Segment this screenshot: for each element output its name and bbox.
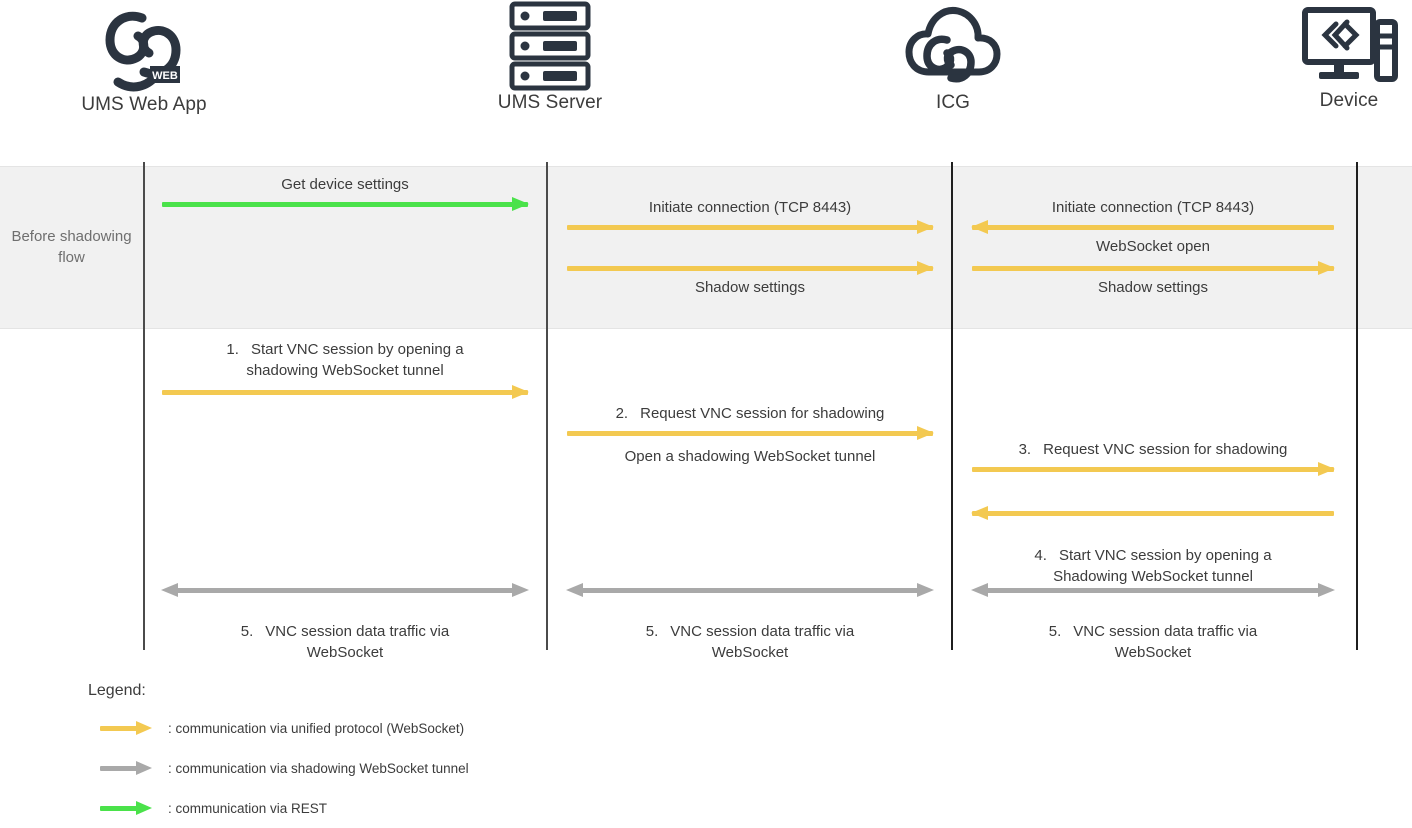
message-label-below: Shadow settings — [1097, 279, 1209, 296]
ums-web-logo-icon: WEB — [34, 0, 254, 94]
band-label: Before shadowing flow — [11, 227, 132, 266]
message-shadow-settings-device: Shadow settings — [972, 261, 1335, 296]
message-label-above: 3. Request VNC session for shadowing — [943, 418, 1363, 460]
arrow-shape — [567, 426, 934, 440]
step-number: 2. — [615, 405, 629, 422]
lifeline-ums-web-app — [143, 162, 145, 650]
message-label-below: 5. VNC session data traffic via WebSocket — [943, 600, 1363, 663]
yellow-arrow-icon — [100, 721, 152, 735]
message-step-5-icg-device: 5. VNC session data traffic via WebSocket — [971, 583, 1335, 661]
step-text: Request VNC session for shadowing — [1043, 441, 1288, 458]
arrow-shape — [972, 261, 1335, 275]
step-number: 1. — [226, 341, 239, 358]
legend-item-label: : communication via shadowing WebSocket … — [168, 760, 469, 776]
legend-item-label: : communication via REST — [168, 800, 328, 816]
step-text: VNC session data traffic via WebSocket — [670, 623, 855, 661]
legend-item-label: : communication via unified protocol (We… — [168, 720, 465, 736]
gray-arrow-icon — [100, 761, 152, 775]
arrow-shape — [971, 220, 1334, 234]
actor-label: Device — [1319, 90, 1379, 111]
arrow-shape — [972, 462, 1335, 476]
actor-header-row: WEB UMS Web App UMS Server — [0, 0, 1412, 160]
lifeline-icg — [951, 162, 953, 650]
legend-item-unified-protocol: : communication via unified protocol (We… — [100, 718, 464, 738]
legend-item-rest: : communication via REST — [100, 798, 327, 818]
message-label-above: 1. Start VNC session by opening a shadowi… — [135, 318, 555, 381]
message-step-2: 2. Request VNC session for shadowing Open… — [567, 405, 934, 465]
actor-ums-web-app: WEB UMS Web App — [34, 0, 254, 116]
arrow-shape — [971, 506, 1334, 520]
message-initiate-connection-server: Initiate connection (TCP 8443) — [567, 199, 934, 234]
cloud-gateway-icon — [843, 0, 1063, 92]
actor-label: ICG — [935, 92, 971, 113]
actor-label: UMS Web App — [81, 94, 207, 115]
server-rack-icon — [440, 0, 660, 92]
legend-title: Legend: — [88, 682, 146, 699]
desktop-device-icon — [1239, 0, 1412, 92]
step-number: 5. — [240, 623, 254, 640]
step-number: 5. — [645, 623, 659, 640]
message-get-device-settings: Get device settings — [162, 176, 529, 211]
message-step-5-web-server: 5. VNC session data traffic via WebSocket — [161, 583, 529, 661]
step-number: 3. — [1018, 441, 1032, 458]
legend-item-shadowing-tunnel: : communication via shadowing WebSocket … — [100, 758, 469, 778]
message-step-3: 3. Request VNC session for shadowing — [972, 441, 1335, 476]
message-shadow-settings-server: Shadow settings — [567, 261, 934, 296]
lifeline-ums-server — [546, 162, 548, 650]
lifeline-device — [1356, 162, 1358, 650]
step-number: 5. — [1048, 623, 1062, 640]
step-text: Start VNC session by opening a shadowing… — [246, 341, 464, 379]
message-label-below: WebSocket open — [1096, 238, 1210, 255]
message-label-above: Initiate connection (TCP 8443) — [648, 199, 852, 216]
before-shadowing-flow-band — [0, 166, 1412, 329]
message-label-below: Open a shadowing WebSocket tunnel — [624, 448, 876, 465]
arrow-shape — [567, 261, 934, 275]
message-step-5-server-icg: 5. VNC session data traffic via WebSocket — [566, 583, 934, 661]
arrow-shape — [971, 583, 1335, 597]
step-number: 4. — [1034, 547, 1047, 564]
message-label-below: 5. VNC session data traffic via WebSocket — [540, 600, 960, 663]
message-step-1: 1. Start VNC session by opening a shadowi… — [162, 341, 529, 399]
arrow-shape — [566, 583, 934, 597]
message-label-below: 5. VNC session data traffic via WebSocket — [135, 600, 555, 663]
step-text: VNC session data traffic via WebSocket — [265, 623, 450, 661]
message-label-below: 4. Start VNC session by opening a Shadowi… — [943, 524, 1363, 587]
actor-device: Device — [1239, 0, 1412, 112]
message-step-4: 4. Start VNC session by opening a Shadowi… — [971, 506, 1334, 585]
arrow-shape — [161, 583, 529, 597]
message-label-above: 2. Request VNC session for shadowing — [540, 382, 960, 424]
message-label-above: Initiate connection (TCP 8443) — [1051, 199, 1255, 216]
svg-text:WEB: WEB — [152, 70, 178, 82]
green-arrow-icon — [100, 801, 152, 815]
step-text: VNC session data traffic via WebSocket — [1073, 623, 1258, 661]
actor-icg: ICG — [843, 0, 1063, 114]
actor-ums-server: UMS Server — [440, 0, 660, 114]
step-text: Start VNC session by opening a Shadowing… — [1053, 547, 1272, 585]
message-label-above: Get device settings — [281, 176, 409, 193]
message-label-below: Shadow settings — [694, 279, 806, 296]
arrow-shape — [162, 197, 529, 211]
message-initiate-connection-device: Initiate connection (TCP 8443) WebSocket… — [971, 199, 1334, 255]
step-text: Request VNC session for shadowing — [640, 405, 885, 422]
arrow-shape — [567, 220, 934, 234]
arrow-shape — [162, 385, 529, 399]
actor-label: UMS Server — [497, 92, 603, 113]
